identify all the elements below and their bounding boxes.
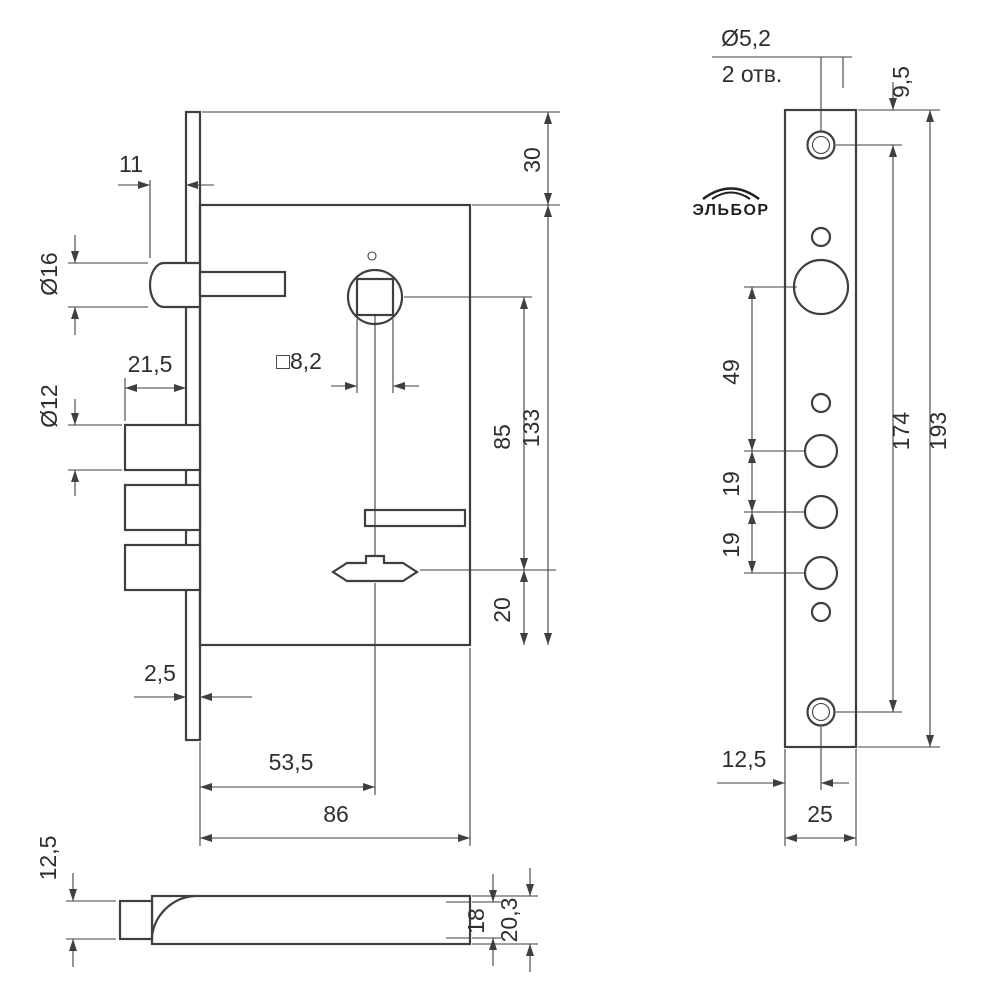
dim-label-bolt-diameter: Ø16 xyxy=(36,252,62,295)
deadbolt-bevel-curve xyxy=(150,894,196,938)
dim-label-spindle-to-keyhole: 85 xyxy=(489,424,515,450)
dim-body-height: 133 xyxy=(518,205,552,645)
dim-pin-spacing-lower: 19 xyxy=(718,512,806,574)
faceplate-outline xyxy=(783,108,858,749)
dim-label-plate-height: 193 xyxy=(925,412,951,450)
dim-faceplate-thickness: 2,5 xyxy=(134,660,252,701)
dim-bolt-to-first-pin: 49 xyxy=(718,286,806,452)
locking-pin-2 xyxy=(123,483,202,532)
brand-logo: ЭЛЬБОР xyxy=(692,187,769,219)
small-pilot-hole xyxy=(367,251,377,261)
dim-top-to-screw-hole: 9,5 xyxy=(836,66,940,146)
small-hole-3 xyxy=(810,601,832,623)
dim-pin-diameter: Ø12 xyxy=(36,384,122,496)
deadbolt-hole xyxy=(792,258,850,316)
dim-head-height: 12,5 xyxy=(35,836,116,967)
dim-label-bolt-to-first-pin: 49 xyxy=(718,359,744,385)
dim-label-overall-height: 20,3 xyxy=(496,898,522,943)
dim-label-pin-protrusion: 21,5 xyxy=(128,351,173,377)
locking-pin-1 xyxy=(123,423,202,472)
dim-label-top-offset: 30 xyxy=(519,147,545,173)
dim-screw-hole-callout: Ø5,2 2 отв. xyxy=(712,25,852,131)
pin-hole-2 xyxy=(803,494,839,530)
dim-label-body-width: 86 xyxy=(323,801,349,827)
logo-text: ЭЛЬБОР xyxy=(692,202,769,219)
dim-pin-protrusion: 21,5 xyxy=(124,351,186,421)
dim-label-edge-to-axis: 12,5 xyxy=(722,746,767,772)
dim-overall-height: 20,3 xyxy=(472,868,538,972)
dim-label-plate-width: 25 xyxy=(807,801,833,827)
screw-hole-top xyxy=(806,130,836,160)
dim-label-spindle-square: □8,2 xyxy=(276,348,322,374)
dim-label-head-height: 12,5 xyxy=(35,836,61,881)
small-hole-2 xyxy=(810,392,832,414)
dim-label-top-to-screw-hole: 9,5 xyxy=(888,66,914,98)
screw-hole-bottom-inner xyxy=(811,702,831,722)
dim-screw-hole-spacing: 174 xyxy=(836,145,914,713)
dim-label-screw-hole-count: 2 отв. xyxy=(722,61,783,87)
dim-plate-height: 193 xyxy=(858,110,951,748)
deadbolt-head xyxy=(148,261,202,309)
logo-arc-outer xyxy=(702,187,760,201)
dim-label-bolt-protrusion: 11 xyxy=(119,151,143,177)
slider-bar xyxy=(363,508,467,528)
deadbolt-body xyxy=(150,894,472,946)
dim-label-pin-spacing-lower: 19 xyxy=(718,532,744,558)
dim-label-faceplate-thickness: 2,5 xyxy=(144,660,176,686)
lock-body-view: 11 30 Ø16 21,5 Ø12 xyxy=(36,110,560,846)
dim-spindle-square: □8,2 xyxy=(276,319,419,393)
dim-spindle-to-keyhole: 85 xyxy=(404,296,556,571)
keyhole xyxy=(330,554,420,583)
dim-top-offset: 30 xyxy=(202,111,560,206)
deadbolt-front-head xyxy=(118,899,154,941)
dim-label-body-height: 133 xyxy=(518,409,544,447)
dim-label-screw-hole-spacing: 174 xyxy=(888,412,914,451)
dim-edge-to-keyhole: 53,5 xyxy=(199,742,375,846)
dim-bolt-protrusion: 11 xyxy=(118,151,214,258)
dim-pin-spacing-upper: 19 xyxy=(718,451,806,513)
pin-hole-3 xyxy=(803,555,839,591)
dim-label-pin-spacing-upper: 19 xyxy=(718,471,744,497)
dim-label-edge-to-keyhole: 53,5 xyxy=(269,749,314,775)
pin-hole-1 xyxy=(803,433,839,469)
faceplate-view: ЭЛЬБОР Ø5,2 2 отв. 9,5 49 19 xyxy=(692,25,951,846)
dim-label-bolt-height: 18 xyxy=(463,908,489,934)
dim-body-width: 86 xyxy=(200,648,471,846)
dim-label-pin-diameter: Ø12 xyxy=(36,384,62,427)
dim-bolt-height: 18 xyxy=(463,874,501,966)
locking-pin-3 xyxy=(123,543,202,592)
dim-keyhole-to-bottom: 20 xyxy=(489,570,528,645)
dim-bolt-diameter: Ø16 xyxy=(36,235,148,335)
small-hole-1 xyxy=(810,226,832,248)
dim-plate-width: 25 xyxy=(785,749,857,846)
dim-label-keyhole-to-bottom: 20 xyxy=(489,597,515,623)
dim-label-screw-hole-diameter: Ø5,2 xyxy=(721,25,771,51)
spindle-square-hole xyxy=(355,277,395,317)
screw-hole-bottom xyxy=(806,697,836,727)
deadbolt-detail-view: 12,5 18 20,3 xyxy=(35,836,538,972)
screw-hole-top-inner xyxy=(811,135,831,155)
dim-edge-to-axis: 12,5 xyxy=(717,727,849,846)
deadbolt-tail xyxy=(198,270,287,298)
logo-arc-inner xyxy=(711,191,751,200)
